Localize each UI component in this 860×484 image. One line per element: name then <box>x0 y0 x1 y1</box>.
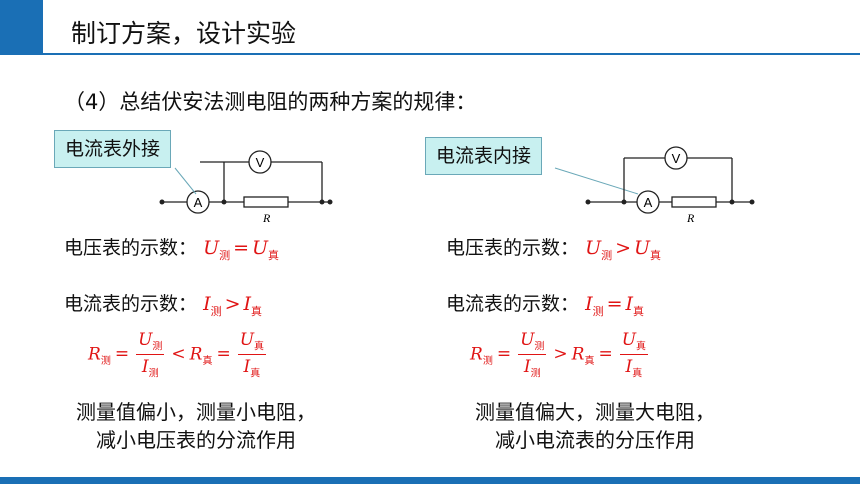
callout-external-connection: 电流表外接 <box>54 130 172 168</box>
terminal-dot <box>585 199 591 205</box>
voltage-formula: U测=U真 <box>203 237 280 262</box>
section-subtitle: （4）总结伏安法测电阻的两种方案的规律： <box>64 90 477 114</box>
circuit-diagram-internal: V A R <box>585 146 755 225</box>
voltmeter-symbol <box>664 146 688 170</box>
terminal-dot <box>159 199 165 205</box>
voltage-reading-label: 电压表的示数： <box>64 237 198 259</box>
voltage-reading-external: 电压表的示数： U测=U真 <box>64 233 279 263</box>
voltmeter-symbol <box>248 150 272 174</box>
conclusion-line-1: 测量值偏小，测量小电阻， <box>76 400 316 424</box>
resistor-label: R <box>262 211 271 225</box>
resistor-label: R <box>686 211 695 225</box>
junction-dot <box>221 199 227 205</box>
voltmeter-label: V <box>672 151 681 166</box>
conclusion-line-2: 减小电压表的分流作用 <box>96 428 296 452</box>
header-accent-bar <box>0 0 43 55</box>
footer-accent-bar <box>0 477 860 484</box>
resistor-symbol <box>243 196 289 208</box>
voltage-reading-label: 电压表的示数： <box>446 237 580 259</box>
conclusion-line-2: 减小电流表的分压作用 <box>495 428 695 452</box>
current-formula: I测=I真 <box>585 293 645 318</box>
terminal-dot <box>749 199 755 205</box>
header-divider <box>43 53 860 55</box>
voltage-reading-internal: 电压表的示数： U测>U真 <box>446 233 661 263</box>
current-reading-label: 电流表的示数： <box>64 293 198 315</box>
page-title: 制订方案，设计实验 <box>71 19 297 48</box>
current-reading-external: 电流表的示数： I测>I真 <box>64 289 262 319</box>
callout-internal-connection: 电流表内接 <box>425 137 543 175</box>
junction-dot <box>729 199 735 205</box>
resistor-symbol <box>671 196 717 208</box>
ammeter-symbol <box>636 190 660 214</box>
terminal-dot <box>327 199 333 205</box>
conclusion-internal: 测量值偏大，测量大电阻， 减小电流表的分压作用 <box>440 398 750 454</box>
ammeter-label: A <box>194 195 203 210</box>
junction-dot <box>621 199 627 205</box>
current-reading-internal: 电流表的示数： I测=I真 <box>446 289 644 319</box>
voltage-formula: U测>U真 <box>585 237 662 262</box>
current-reading-label: 电流表的示数： <box>446 293 580 315</box>
circuit-diagram-external: V A R <box>159 150 333 225</box>
junction-dot <box>319 199 325 205</box>
current-formula: I测>I真 <box>203 293 263 318</box>
ammeter-symbol <box>186 190 210 214</box>
ammeter-label: A <box>644 195 653 210</box>
voltmeter-label: V <box>256 155 265 170</box>
conclusion-line-1: 测量值偏大，测量大电阻， <box>475 400 715 424</box>
conclusion-external: 测量值偏小，测量小电阻， 减小电压表的分流作用 <box>46 398 346 454</box>
